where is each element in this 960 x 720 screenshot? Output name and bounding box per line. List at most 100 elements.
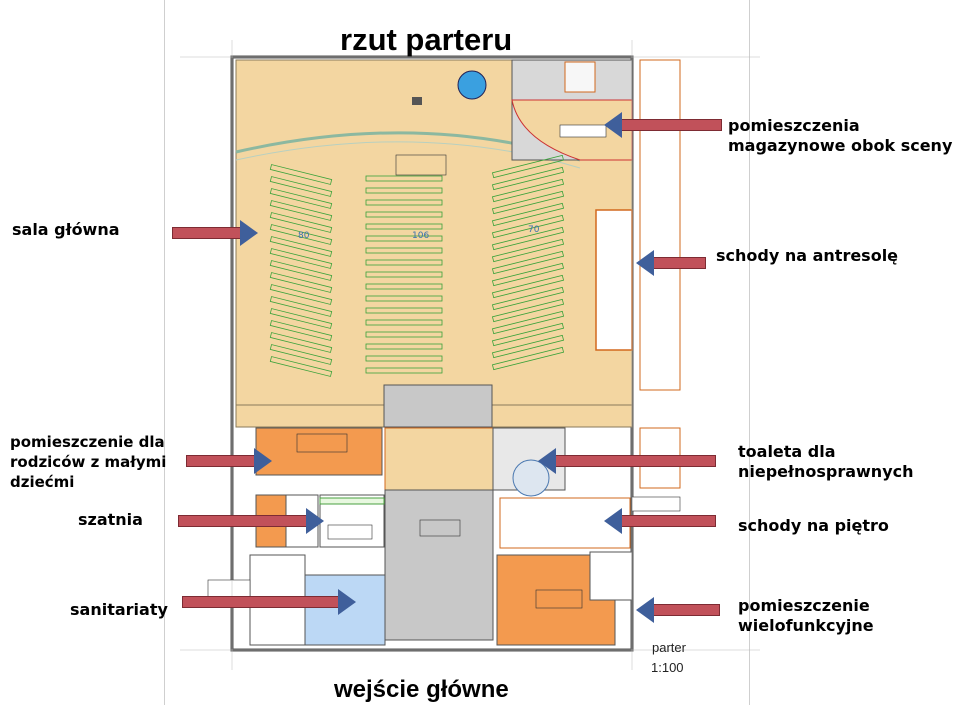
seat-row: [365, 295, 443, 302]
mezzanine-stair: [595, 209, 633, 351]
arrow-first-floor-stairs: [604, 508, 716, 534]
label-accessible-wc: toaleta dla niepełnosprawnych: [738, 442, 914, 482]
seat-row: [269, 176, 333, 197]
room-label-box: [395, 154, 447, 176]
hall-small-block: [412, 97, 422, 105]
exterior-stair-right: [639, 59, 681, 391]
seat-row: [491, 226, 565, 251]
arrow-multipurpose: [636, 597, 720, 623]
arrow-head: [240, 220, 258, 246]
seat-row: [491, 274, 565, 299]
seat-row: [365, 367, 443, 374]
label-parents-room: pomieszczenie dla rodziców z małymi dzie…: [10, 432, 166, 492]
seat-row: [365, 259, 443, 266]
seat-row: [269, 236, 333, 257]
seat-row: [491, 154, 565, 179]
arrow-head: [306, 508, 324, 534]
seat-rows: [269, 154, 565, 377]
seat-row: [491, 322, 565, 347]
multipurpose-side: [589, 551, 633, 601]
room-label-box-multi: [535, 589, 583, 609]
arrow-accessible-wc: [538, 448, 716, 474]
seat-row: [269, 332, 333, 353]
storage-stair: [564, 61, 596, 93]
label-wc-line1: toaleta dla: [738, 442, 836, 461]
label-cloakroom: szatnia: [78, 510, 143, 529]
arrow-storage: [604, 112, 722, 138]
label-multipurpose: pomieszczenie wielofunkcyjne: [738, 596, 874, 636]
arrow-shaft: [620, 515, 716, 527]
seat-row: [269, 188, 333, 209]
seat-row: [269, 296, 333, 317]
arrow-shaft: [186, 455, 256, 467]
seat-row: [491, 250, 565, 275]
label-parents-line1: pomieszczenie dla: [10, 433, 165, 451]
label-storage: pomieszczenia magazynowe obok sceny: [728, 116, 952, 156]
arrow-head: [604, 508, 622, 534]
arrow-main-hall: [172, 220, 258, 246]
seat-row: [365, 175, 443, 182]
arrow-shaft: [182, 596, 340, 608]
seat-row: [491, 310, 565, 335]
seat-row: [491, 346, 565, 371]
seat-count-left: 80: [298, 231, 310, 241]
seat-row: [365, 199, 443, 206]
arrow-shaft: [620, 119, 722, 131]
room-label-box-storage: [559, 124, 607, 138]
arrow-head: [636, 597, 654, 623]
main-entrance-label: wejście główne: [334, 676, 509, 703]
label-storage-line1: pomieszczenia: [728, 116, 860, 135]
arrow-sanitary: [182, 589, 356, 615]
arrow-shaft: [178, 515, 308, 527]
seat-row: [269, 164, 333, 185]
main-lobby: [384, 489, 494, 641]
seat-row: [269, 320, 333, 341]
seat-row: [491, 166, 565, 191]
label-storage-line2: magazynowe obok sceny: [728, 136, 953, 155]
seat-row: [491, 334, 565, 359]
scale-note: parter 1:100: [651, 638, 686, 678]
seat-row: [365, 211, 443, 218]
seat-row: [269, 356, 333, 377]
seat-row: [365, 319, 443, 326]
seat-row: [365, 331, 443, 338]
room-label-box-lobby: [419, 519, 461, 537]
arrow-head: [338, 589, 356, 615]
seat-row: [491, 238, 565, 263]
hall-column-circle: [457, 70, 487, 100]
seat-row: [269, 224, 333, 245]
seat-row: [491, 286, 565, 311]
arrow-head: [538, 448, 556, 474]
label-main-hall: sala główna: [12, 220, 120, 239]
scale-floor: parter: [652, 640, 686, 655]
label-wc-line2: niepełnosprawnych: [738, 462, 914, 481]
arrow-shaft: [652, 257, 706, 269]
seat-row: [269, 308, 333, 329]
seat-count-right: 70: [528, 225, 540, 235]
arrow-shaft: [554, 455, 716, 467]
seat-row: [365, 247, 443, 254]
seat-row: [269, 212, 333, 233]
arrow-parents-room: [186, 448, 272, 474]
lobby-entrance-grey: [383, 384, 493, 428]
seat-row: [365, 355, 443, 362]
arrow-head: [636, 250, 654, 276]
room-label-box-parents: [296, 433, 348, 453]
seat-row: [365, 235, 443, 242]
label-multipurpose-line1: pomieszczenie: [738, 596, 870, 615]
plan-title: rzut parteru: [340, 22, 513, 57]
seat-row: [491, 178, 565, 203]
room-label-box-cloak: [327, 524, 373, 540]
seat-row: [269, 284, 333, 305]
seat-row: [491, 202, 565, 227]
arrow-shaft: [652, 604, 720, 616]
label-parents-line2: rodziców z małymi: [10, 453, 167, 471]
arrow-shaft: [172, 227, 242, 239]
seat-count-center: 106: [412, 231, 429, 241]
room-label-box-stair: [631, 496, 681, 512]
label-parents-line3: dziećmi: [10, 473, 75, 491]
seat-row: [491, 214, 565, 239]
seat-row: [365, 283, 443, 290]
seat-row: [365, 343, 443, 350]
